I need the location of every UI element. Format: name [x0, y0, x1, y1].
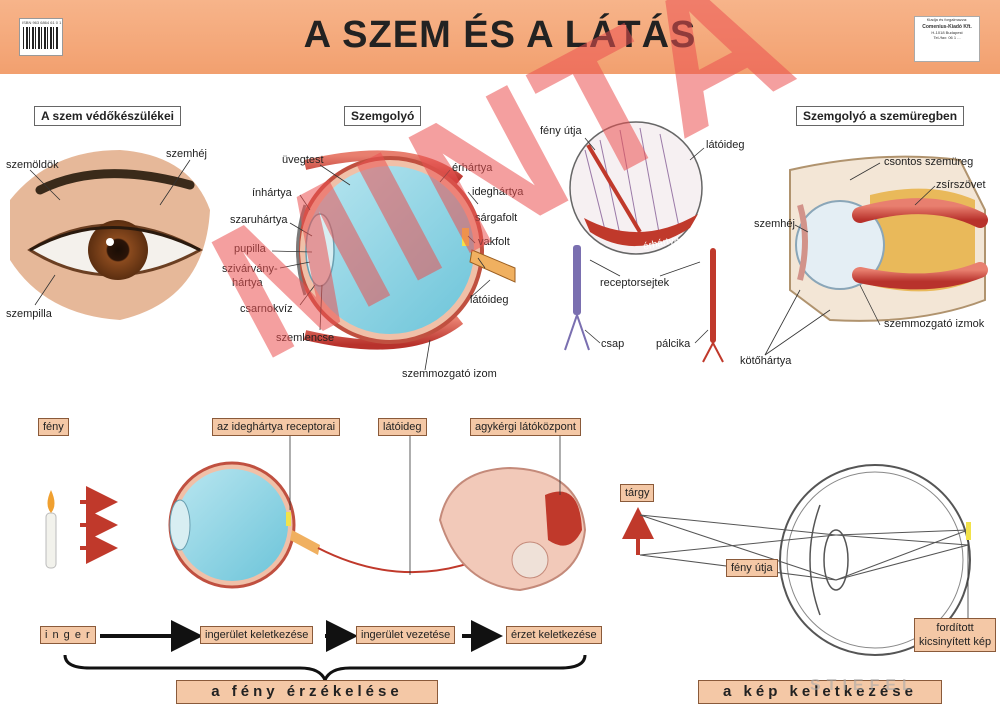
label-fat: zsírszövet — [936, 179, 986, 191]
publisher-label: Kiadja és forgalmazza: Comenius-Kiadó Kf… — [914, 16, 980, 62]
label-lens: szemlencse — [276, 332, 335, 344]
flow-step2: ingerület vezetése — [356, 626, 456, 644]
retina-detail — [564, 121, 724, 363]
label-image-line1: fordított — [936, 622, 974, 634]
pathway-light: fény — [38, 418, 69, 436]
section-eyeball: Szemgolyó — [344, 106, 422, 126]
label-image-light-path: fény útja — [726, 559, 778, 577]
orbit-section — [789, 155, 988, 322]
section-orbit: Szemgolyó a szemüregben — [796, 106, 965, 126]
label-bony-orbit: csontos szemüreg — [884, 156, 974, 168]
label-cornea: szaruhártya — [230, 214, 288, 226]
pathway-optic-nerve: látóideg — [378, 418, 427, 436]
brand-mark: STIEFEL — [810, 677, 918, 694]
header-bar — [0, 0, 1000, 74]
image-formation-diagram — [622, 464, 971, 656]
publisher-line2: H-1018 Budapest — [931, 30, 963, 35]
label-receptors: receptorsejtek — [600, 277, 670, 289]
label-retina-optic-nerve: látóideg — [706, 139, 745, 151]
label-retina: ideghártya — [472, 186, 524, 198]
publisher-name: Comenius-Kiadó Kft. — [922, 24, 972, 30]
eyeball-section — [296, 150, 516, 350]
page-title: A SZEM ÉS A LÁTÁS — [303, 14, 697, 56]
footer-image-form: a kép keletkezése — [698, 680, 942, 704]
pathway-cortex: agykérgi látóközpont — [470, 418, 581, 436]
label-cone: csap — [601, 338, 625, 350]
label-macula: sárgafolt — [475, 212, 518, 224]
label-conjunctiva: kötőhártya — [740, 355, 792, 367]
label-eyebrow: szemöldök — [6, 159, 59, 171]
flow-step3: érzet keletkezése — [506, 626, 602, 644]
label-light-path: fény útja — [540, 125, 582, 137]
label-rod: pálcika — [656, 338, 691, 350]
external-eye — [10, 150, 210, 320]
publisher-line1: Kiadja és forgalmazza: — [926, 17, 968, 22]
flow-stimulus: i n g e r — [40, 626, 96, 644]
label-blind-spot: vakfolt — [478, 236, 510, 248]
visual-pathway — [45, 461, 587, 592]
label-orbit-eyelid: szemhéj — [754, 218, 795, 230]
label-eyelash: szempilla — [6, 308, 52, 320]
barcode-text: ISBN 963 6864 61 0 1 — [22, 20, 62, 25]
label-vitreous: üvegtest — [282, 154, 324, 166]
label-iris-2: hártya — [232, 277, 263, 289]
label-sclera: ínhártya — [252, 187, 292, 199]
footer-light-sense: a fény érzékelése — [176, 680, 438, 704]
label-image: fordított kicsinyített kép — [914, 618, 997, 652]
label-pupil: pupilla — [234, 243, 266, 255]
label-orbit-muscles: szemmozgató izmok — [884, 318, 985, 330]
label-aqueous: csarnokvíz — [240, 303, 293, 315]
label-iris-1: szivárvány- — [222, 263, 278, 275]
label-muscle: szemmozgató izom — [402, 368, 497, 380]
barcode: ISBN 963 6864 61 0 1 — [19, 18, 63, 56]
pathway-receptors: az ideghártya receptorai — [212, 418, 341, 436]
label-choroid: érhártya — [452, 162, 493, 174]
flow-step1: ingerület keletkezése — [200, 626, 314, 644]
label-image-line2: kicsinyített kép — [919, 636, 992, 648]
publisher-line3: Tel./fax: 06 1 ... — [933, 35, 961, 40]
section-protective: A szem védőkészülékei — [34, 106, 181, 126]
label-object: tárgy — [620, 484, 655, 502]
label-optic-nerve: látóideg — [470, 294, 509, 306]
barcode-bars — [23, 27, 59, 49]
label-eyelid: szemhéj — [166, 148, 207, 160]
